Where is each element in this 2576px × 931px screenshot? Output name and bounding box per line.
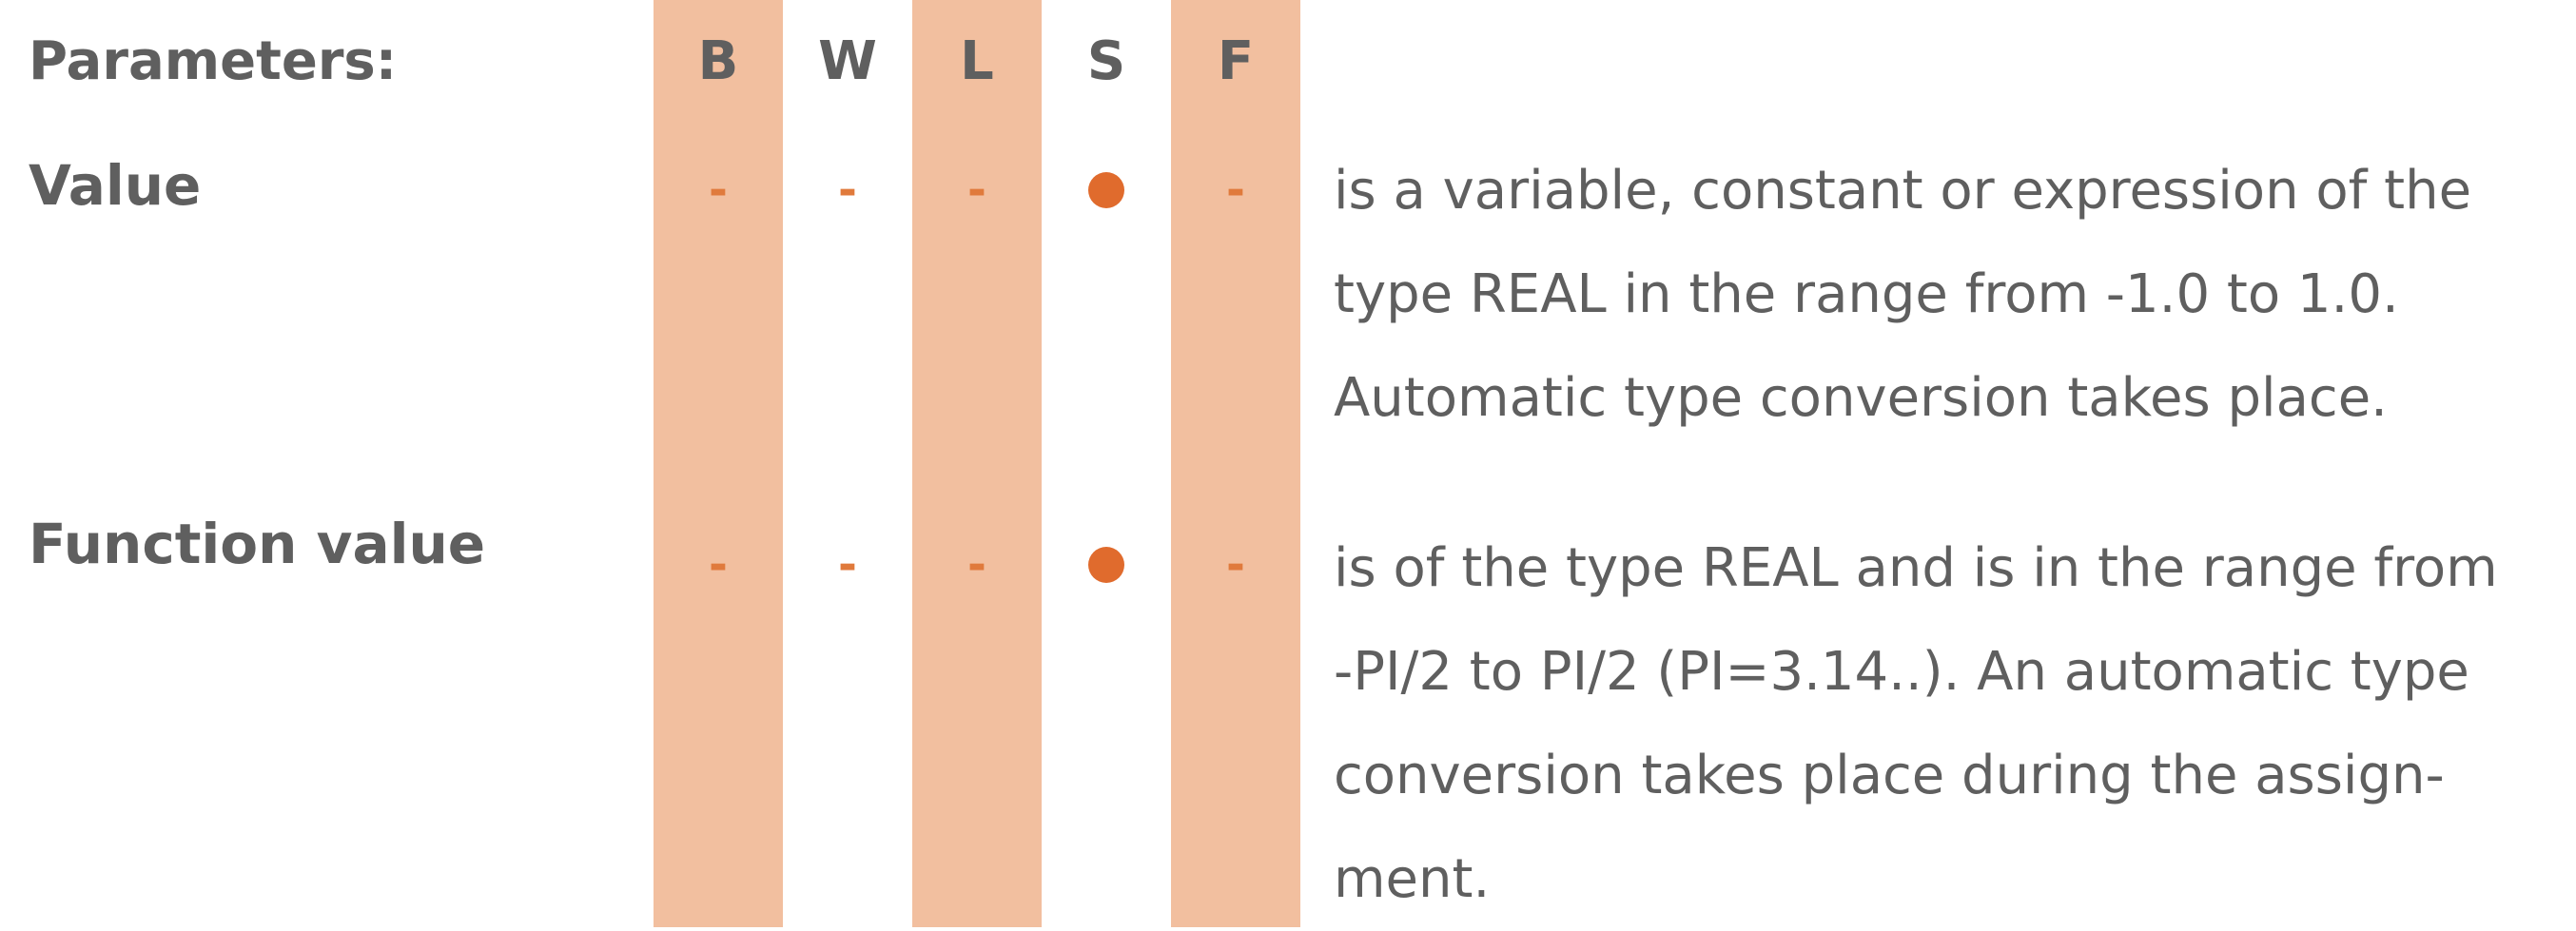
column-header-s: S: [1086, 30, 1126, 92]
column-header-w: W: [818, 30, 877, 92]
mark-dash-l: -: [967, 164, 986, 217]
row-label-value: Value: [29, 153, 202, 218]
column-header-b: B: [697, 30, 739, 92]
row-label-function-value: Function value: [29, 512, 486, 576]
bullet-dot-icon: [1088, 547, 1124, 583]
description-line: ment.: [1334, 848, 1491, 910]
value-description: is a variable, constant or expression of…: [1334, 139, 2471, 450]
description-line: type REAL in the range from -1.0 to 1.0.: [1334, 263, 2399, 325]
mark-dash-l: -: [967, 538, 986, 592]
column-band-l: [912, 0, 1042, 927]
mark-dash-b: -: [709, 538, 728, 592]
column-band-f: [1171, 0, 1300, 927]
description-line: conversion takes place during the assign…: [1334, 745, 2445, 806]
description-line: Automatic type conversion takes place.: [1334, 367, 2388, 429]
description-line: -PI/2 to PI/2 (PI=3.14..). An automatic …: [1334, 641, 2469, 703]
mark-dash-w: -: [838, 538, 857, 592]
mark-dash-b: -: [709, 164, 728, 217]
mark-dot-s: [1042, 542, 1171, 588]
mark-dash-f: -: [1226, 164, 1245, 217]
column-header-f: F: [1217, 30, 1255, 92]
mark-dash-f: -: [1226, 538, 1245, 592]
column-header-l: L: [960, 30, 994, 92]
bullet-dot-icon: [1088, 172, 1124, 208]
parameters-heading: Parameters:: [29, 30, 398, 92]
column-band-b: [654, 0, 783, 927]
description-line: is a variable, constant or expression of…: [1334, 160, 2472, 222]
mark-dash-w: -: [838, 164, 857, 217]
function-value-description: is of the type REAL and is in the range …: [1334, 516, 2498, 931]
mark-dot-s: [1042, 167, 1171, 213]
description-line: is of the type REAL and is in the range …: [1334, 537, 2498, 599]
